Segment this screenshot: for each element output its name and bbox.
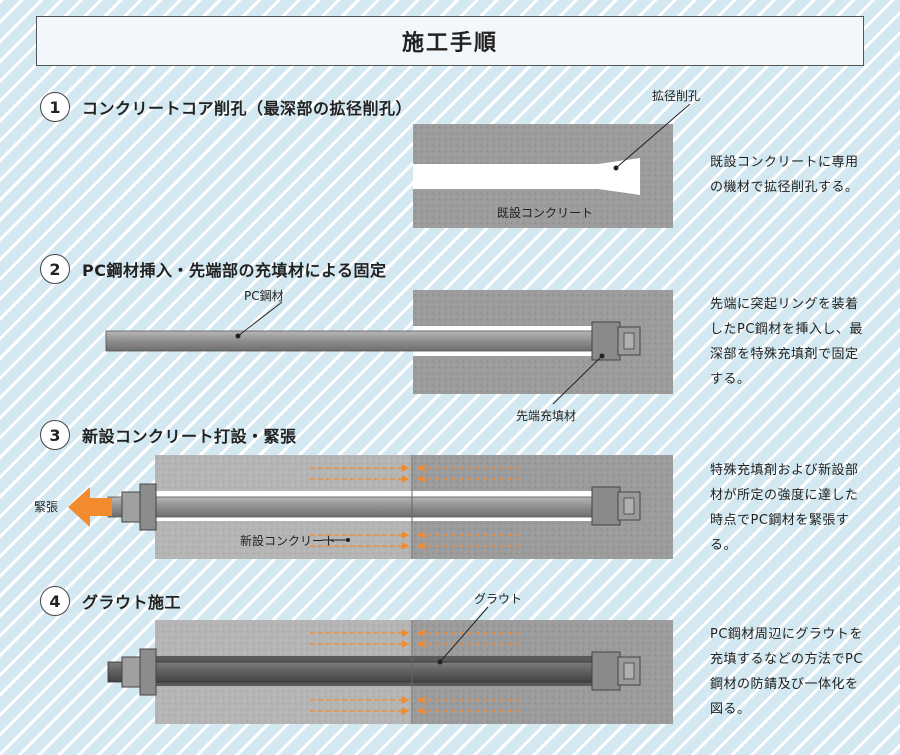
leader-line — [237, 301, 283, 337]
step-2-title: PC鋼材挿入・先端部の充填材による固定 — [82, 261, 387, 280]
step-4-description: PC鋼材周辺にグラウトを充填するなどの方法でPC鋼材の防錆及び一体化を図る。 — [710, 627, 863, 717]
existing-concrete-label: 既設コンクリート — [497, 205, 593, 220]
step-4-title: グラウト施工 — [82, 593, 182, 612]
step-1-header: 1 コンクリートコア削孔（最深部の拡径削孔） — [40, 90, 412, 124]
leader-dot — [235, 333, 241, 339]
step-3-title: 新設コンクリート打設・緊張 — [82, 427, 297, 446]
step-4-number: 4 — [40, 586, 70, 616]
tip-cap — [623, 332, 635, 350]
leader-dot — [437, 659, 443, 665]
leader-dot — [613, 165, 619, 171]
step-3-header: 3 新設コンクリート打設・緊張 — [40, 418, 297, 452]
step-4-diagram: グラウト — [107, 592, 673, 724]
pc-steel-rod — [105, 330, 607, 352]
anchor-filler — [591, 486, 621, 526]
step-1-number: 1 — [40, 92, 70, 122]
tension-label: 緊張 — [34, 500, 58, 514]
enlarged-hole-label: 拡径削孔 — [652, 89, 700, 103]
step-1-diagram: 拡径削孔 既設コンクリート — [413, 89, 700, 228]
tip-filler-label: 先端充填材 — [516, 408, 576, 423]
anchor-nut — [121, 656, 141, 688]
compression-arrows — [310, 629, 520, 715]
step-1-description: 既設コンクリートに専用の機材で拡径削孔する。 — [710, 155, 859, 195]
leader-line — [615, 103, 691, 169]
page-title: 施工手順 — [36, 16, 864, 66]
new-concrete-label: 新設コンクリート — [240, 533, 336, 548]
pc-steel-label: PC鋼材 — [244, 289, 284, 303]
tension-arrow-icon — [68, 487, 112, 527]
step-2-header: 2 PC鋼材挿入・先端部の充填材による固定 — [40, 252, 387, 286]
leader-dot — [346, 538, 350, 542]
compression-arrows — [310, 464, 520, 550]
step-1-title: コンクリートコア削孔（最深部の拡径削孔） — [82, 99, 413, 118]
leader-dot — [599, 353, 605, 359]
step-2-number: 2 — [40, 254, 70, 284]
tip-cap — [623, 662, 635, 680]
anchor-filler — [591, 321, 621, 361]
step-3-description: 特殊充填剤および新設部材が所定の強度に達した時点でPC鋼材を緊張する。 — [710, 463, 859, 553]
anchor-filler — [591, 651, 621, 691]
anchor-nut — [121, 491, 141, 523]
enlarged-core-hole — [413, 158, 640, 195]
tip-cap — [623, 497, 635, 515]
anchor-plate — [139, 483, 157, 531]
leader-line — [552, 355, 603, 405]
step-3-number: 3 — [40, 420, 70, 450]
pc-steel-rod — [107, 496, 609, 518]
step-2-diagram: PC鋼材 先端充填材 — [105, 289, 673, 423]
pc-steel-rod — [107, 661, 609, 683]
leader-line — [439, 606, 489, 663]
step-4-header: 4 グラウト施工 — [40, 584, 181, 618]
anchor-plate — [139, 648, 157, 696]
step-2-description: 先端に突起リングを装着したPC鋼材を挿入し、最深部を特殊充填剤で固定する。 — [710, 297, 863, 387]
grout-label: グラウト — [474, 592, 522, 606]
step-3-diagram: 緊張 新設コンクリート — [34, 455, 673, 559]
